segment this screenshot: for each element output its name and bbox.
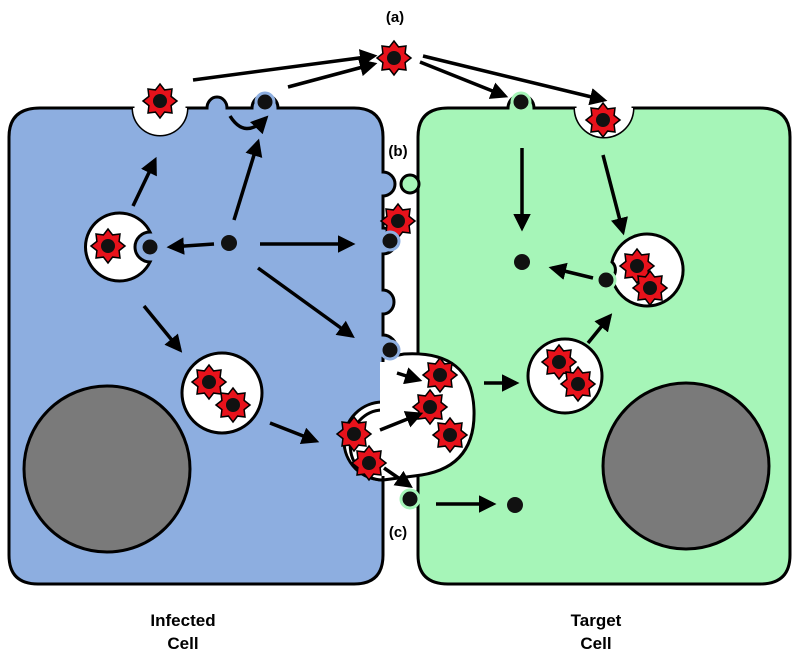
virus-particle-icon <box>432 417 468 453</box>
arrow <box>379 411 424 432</box>
virus-particle-icon <box>585 102 621 138</box>
vesicle-icon <box>595 232 685 308</box>
virus-particle-icon <box>632 270 668 306</box>
vesicle-icon <box>83 211 161 283</box>
arrow <box>396 367 423 385</box>
receptor-icon <box>507 497 523 513</box>
vesicle-icon <box>133 108 187 135</box>
arrows <box>131 49 628 513</box>
vesicle-icon <box>526 337 604 415</box>
receptor-icon <box>379 230 401 252</box>
vesicle-icon <box>180 351 264 435</box>
arrow <box>601 154 628 236</box>
virus-particle-icon <box>142 83 178 119</box>
virus-particle-icon <box>215 387 251 423</box>
receptor-icon <box>399 488 421 510</box>
virus-particle-icon <box>351 445 387 481</box>
receptor-icon <box>254 91 276 113</box>
arrow <box>586 313 613 345</box>
receptor-icon <box>595 269 617 291</box>
arrow <box>228 115 269 135</box>
arrow <box>269 421 320 445</box>
nucleus-icon <box>22 384 192 554</box>
receptor-icon <box>139 236 161 258</box>
label-b: (b) <box>388 143 407 160</box>
receptor-icon <box>221 235 237 251</box>
virological-synapse <box>336 352 476 482</box>
receptor-icon <box>399 173 421 195</box>
arrow <box>256 266 355 339</box>
arrow <box>287 59 378 89</box>
label-c: (c) <box>389 524 407 541</box>
infected-cell-label-line2: Cell <box>167 634 198 653</box>
target-cell-label-line2: Cell <box>580 634 611 653</box>
arrow <box>232 138 263 221</box>
receptors <box>221 91 532 513</box>
infected-cell-label-line1: Infected <box>150 611 215 630</box>
virus-particle-icon <box>336 416 372 452</box>
receptor-icon <box>510 91 532 113</box>
target-cell <box>416 93 792 586</box>
receptor-icon <box>379 339 401 361</box>
arrow <box>166 237 215 255</box>
infected-cell <box>7 93 399 586</box>
virus-particle-icon <box>90 228 126 264</box>
virus-particle-icon <box>376 40 412 76</box>
virus-particle-icon <box>422 357 458 393</box>
arrow <box>142 304 183 353</box>
target-cell-label-line1: Target <box>571 611 622 630</box>
nucleus-icon <box>601 381 771 551</box>
arrow <box>192 49 378 82</box>
arrow <box>548 262 594 280</box>
virus-particle-icon <box>412 389 448 425</box>
arrow <box>422 54 608 106</box>
label-a: (a) <box>386 9 404 26</box>
virus-particle-icon <box>560 366 596 402</box>
arrow <box>131 156 157 207</box>
arrow <box>419 60 509 99</box>
receptor-icon <box>514 254 530 270</box>
arrow <box>383 466 413 488</box>
